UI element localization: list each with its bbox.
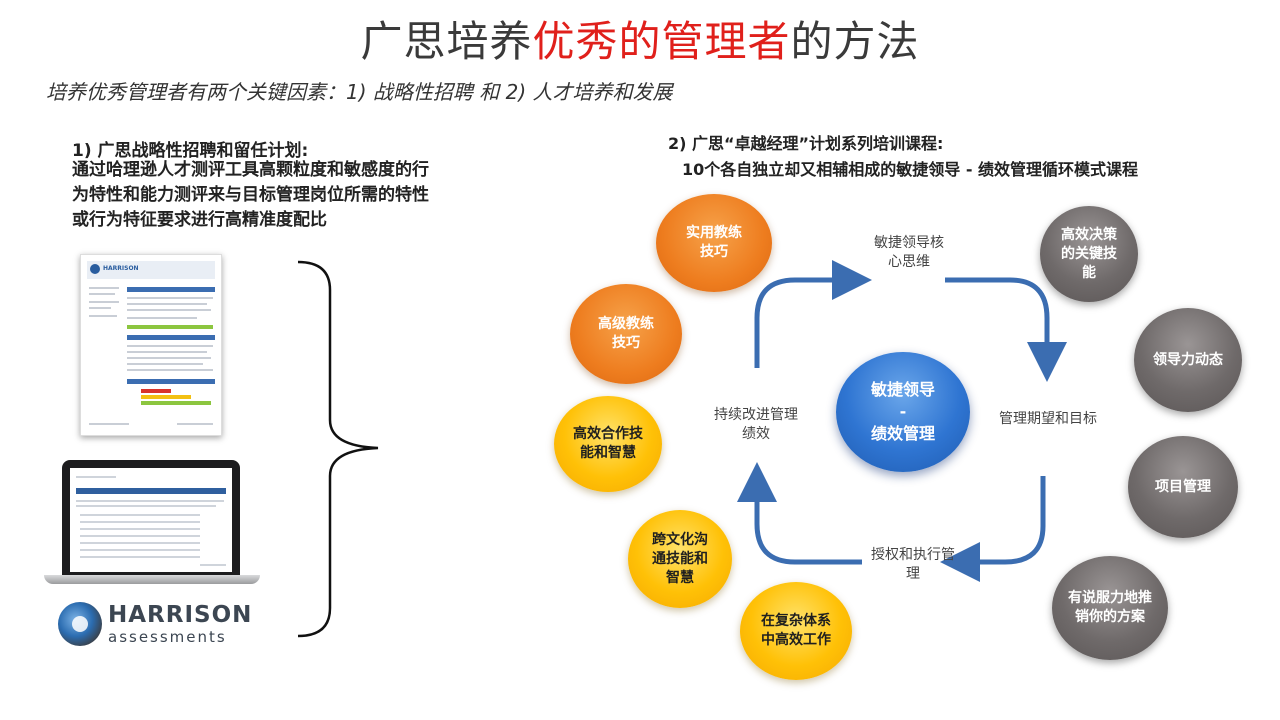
report-logo-text: HARRISON	[103, 265, 139, 272]
training-subheading: 10个各自独立却又相辅相成的敏捷领导 - 绩效管理循环模式课程	[682, 160, 1139, 179]
page-title: 广思培养优秀的管理者的方法	[0, 8, 1280, 69]
center-circle-agile-leadership: 敏捷领导 - 绩效管理	[836, 352, 970, 472]
cycle-label-right: 管理期望和目标	[999, 411, 1097, 427]
laptop-screen	[70, 468, 232, 572]
subtitle: 培养优秀管理者有两个关键因素：1) 战略性招聘 和 2) 人才培养和发展	[46, 80, 673, 104]
course-label: 项目管理	[1155, 478, 1211, 495]
training-heading: 2) 广思“卓越经理”计划系列培训课程:	[668, 134, 944, 153]
report-header	[87, 261, 215, 279]
recruitment-description: 通过哈理逊人才测评工具高颗粒度和敏感度的行为特性和能力测评来与目标管理岗位所需的…	[72, 160, 429, 230]
harrison-logo-subtext: assessments	[108, 628, 227, 646]
course-circle-project-management: 项目管理	[1128, 436, 1238, 538]
center-line-2: -	[899, 402, 907, 421]
course-circle-practical-coaching: 实用教练技巧	[656, 194, 772, 292]
laptop-base	[44, 575, 260, 584]
course-label: 高效合作技能和智慧	[573, 426, 643, 461]
laptop-image	[62, 460, 240, 575]
center-line-1: 敏捷领导	[870, 380, 935, 399]
harrison-logo-icon	[58, 602, 102, 646]
course-label: 高级教练技巧	[598, 316, 654, 351]
course-label: 跨文化沟通技能和智慧	[652, 531, 708, 586]
assessment-report-image: HARRISON	[80, 254, 222, 436]
bracket-brace	[297, 260, 379, 638]
course-circle-persuasion: 有说服力地推销你的方案	[1052, 556, 1168, 660]
course-circle-collaboration: 高效合作技能和智慧	[554, 396, 662, 492]
title-suffix: 的方法	[790, 17, 920, 66]
course-circle-complex-system: 在复杂体系中高效工作	[740, 582, 852, 680]
arrow-bottom-left	[737, 462, 862, 565]
course-label: 实用教练技巧	[686, 225, 742, 260]
course-label: 有说服力地推销你的方案	[1068, 590, 1152, 625]
course-circle-leadership-dynamics: 领导力动态	[1134, 308, 1242, 412]
arrow-top-right	[945, 277, 1067, 382]
center-line-3: 绩效管理	[870, 424, 935, 443]
cycle-label-bottom: 授权和执行管理	[871, 547, 955, 582]
cycle-label-top: 敏捷领导核心思维	[874, 235, 944, 270]
recruitment-heading: 1) 广思战略性招聘和留任计划:	[72, 141, 309, 161]
course-label: 高效决策的关键技能	[1061, 226, 1117, 281]
arrow-top-left	[754, 260, 872, 368]
course-circle-cross-culture: 跨文化沟通技能和智慧	[628, 510, 732, 608]
course-label: 领导力动态	[1153, 351, 1223, 368]
course-circle-advanced-coaching: 高级教练技巧	[570, 284, 682, 384]
title-highlight: 优秀的管理者	[532, 17, 791, 66]
cycle-label-left: 持续改进管理绩效	[714, 407, 798, 442]
report-logo-icon	[90, 264, 100, 274]
course-label: 在复杂体系中高效工作	[761, 613, 831, 648]
harrison-logo-text: HARRISON	[108, 602, 253, 628]
title-prefix: 广思培养	[360, 17, 533, 66]
arrow-bottom-right	[940, 476, 1046, 582]
course-circle-decision-making: 高效决策的关键技能	[1040, 206, 1138, 302]
